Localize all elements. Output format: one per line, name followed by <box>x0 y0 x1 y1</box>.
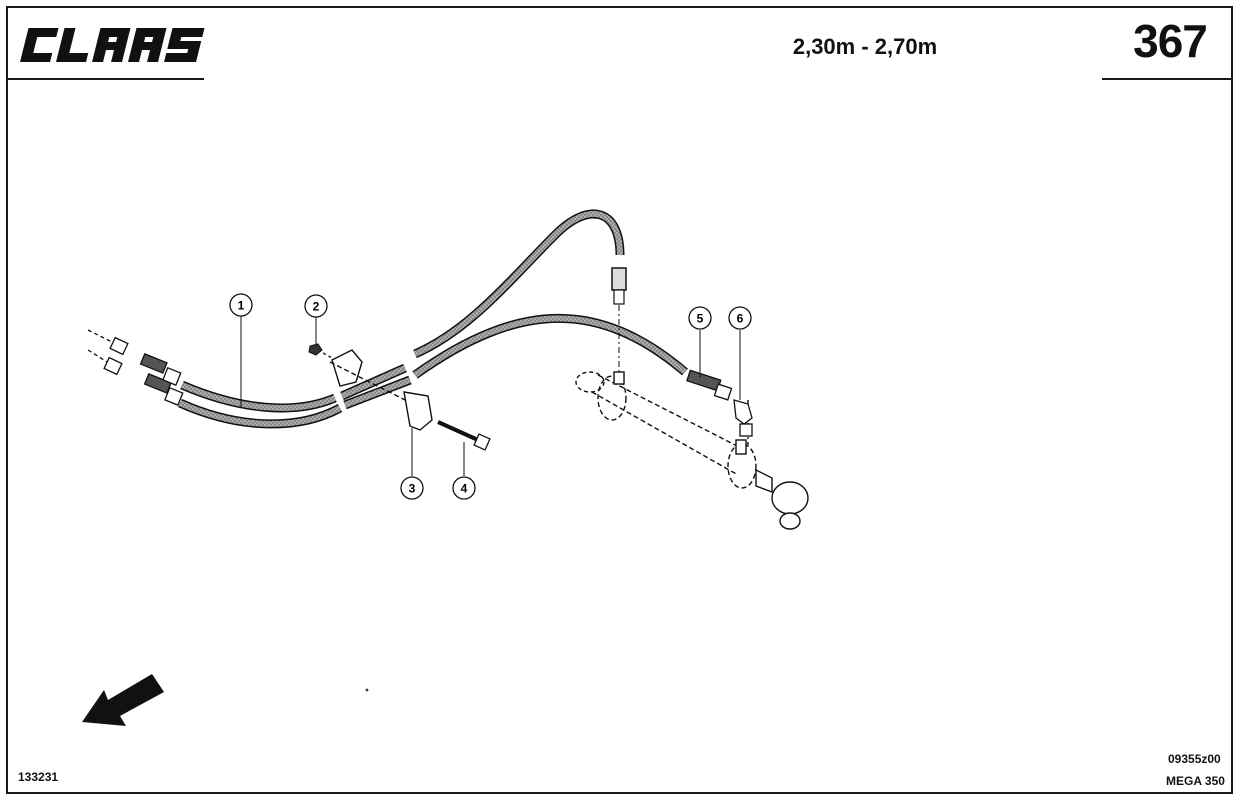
callout-4: 4 <box>452 476 476 500</box>
hydraulic-cylinder <box>575 371 809 530</box>
callout-3-label: 3 <box>409 482 416 496</box>
header-left-rule <box>6 78 204 80</box>
reference-code: 09355z00 <box>1168 752 1221 766</box>
callout-1-label: 1 <box>238 299 245 313</box>
callout-1: 1 <box>229 293 253 317</box>
page-frame <box>6 6 1233 794</box>
direction-arrow-icon <box>82 674 164 726</box>
model-name: MEGA 350 <box>1166 774 1225 788</box>
nut <box>308 343 323 356</box>
document-number: 133231 <box>18 770 59 784</box>
callout-4-label: 4 <box>461 482 468 496</box>
speck <box>365 688 369 692</box>
callout-5: 5 <box>688 306 712 330</box>
header-right-rule <box>1102 78 1233 80</box>
hose-lower <box>178 313 688 429</box>
left-fittings <box>87 329 184 406</box>
width-range-label: 2,30m - 2,70m <box>792 34 938 59</box>
callout-3: 3 <box>400 476 424 500</box>
page-number: 367 <box>1133 15 1208 67</box>
callout-2-label: 2 <box>313 300 320 314</box>
leader-lines <box>240 316 741 476</box>
callout-5-label: 5 <box>697 312 704 326</box>
bolt <box>437 420 491 451</box>
callout-6: 6 <box>728 306 752 330</box>
claas-logo <box>20 28 205 62</box>
hose-upper <box>180 209 627 413</box>
callout-2: 2 <box>304 294 328 318</box>
elbow-fitting <box>686 369 753 437</box>
callout-6-label: 6 <box>737 312 744 326</box>
hose-clamp <box>317 349 433 431</box>
